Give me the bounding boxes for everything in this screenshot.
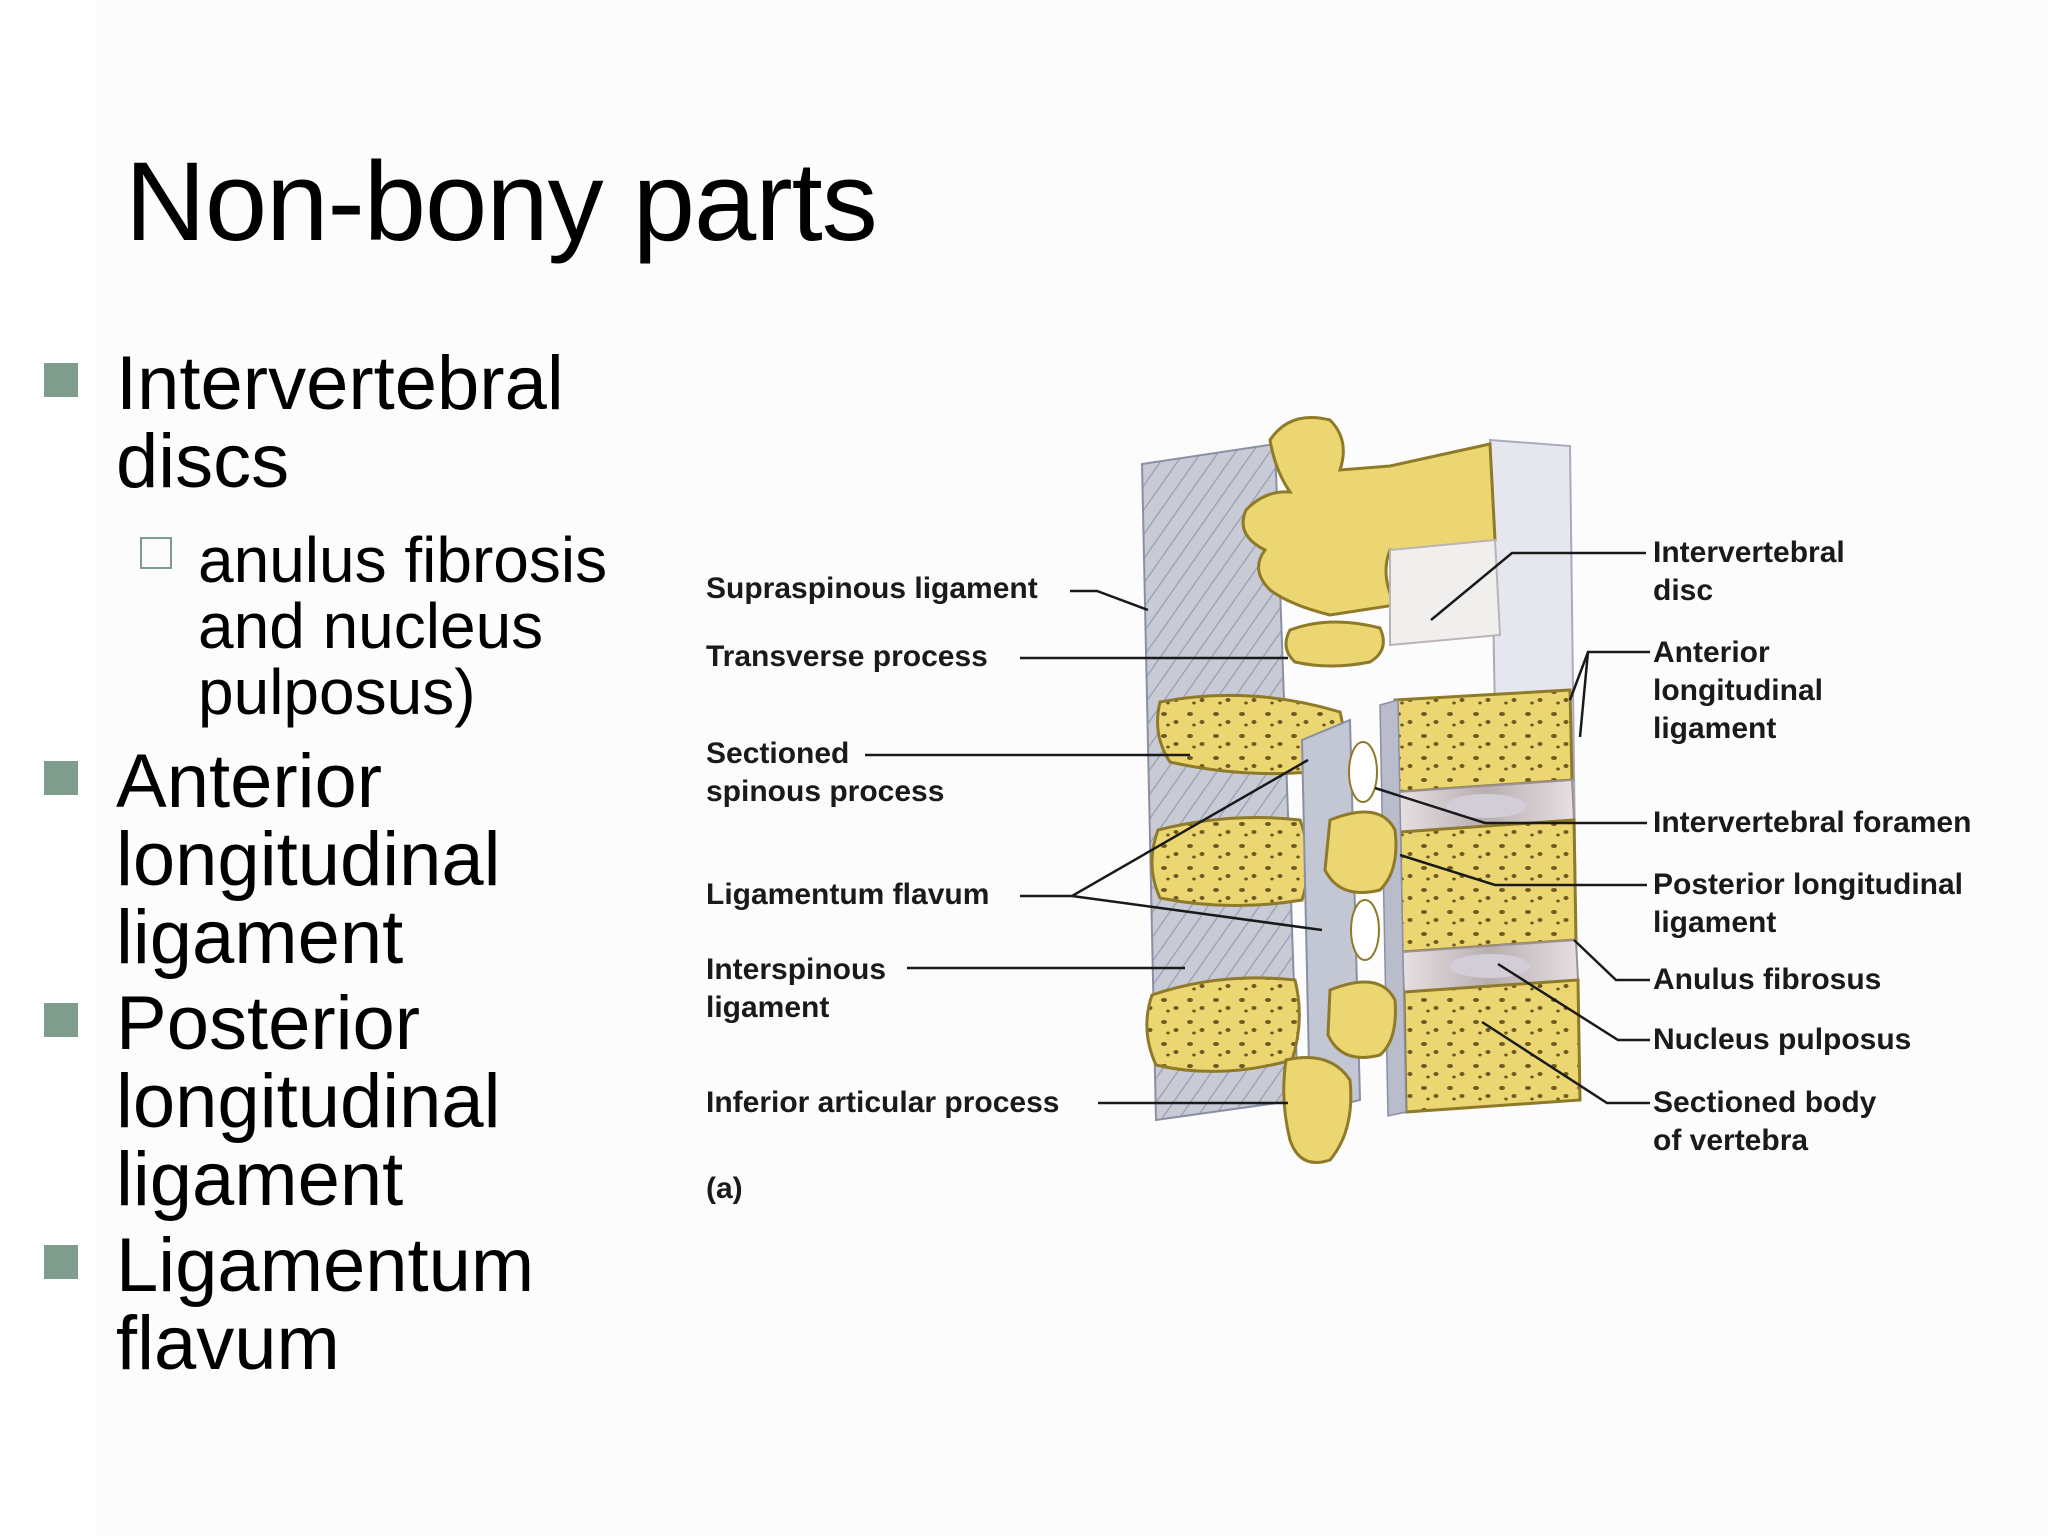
sectioned-spinous-process-3 bbox=[1145, 976, 1301, 1073]
sub-bullet-text: anulus fibrosis and nucleus pulposus) bbox=[198, 524, 608, 728]
leader-iv-disc bbox=[1430, 551, 1646, 621]
pedicle-shape-2 bbox=[1326, 980, 1397, 1059]
inferior-articular-process-shape bbox=[1282, 1056, 1353, 1164]
slide-background bbox=[95, 0, 2048, 1536]
square-bullet-icon bbox=[44, 761, 78, 795]
right-leader-lines bbox=[1374, 551, 1650, 1105]
label-anterior-longitudinal-ligament: Anterior longitudinal ligament bbox=[1653, 636, 1823, 745]
bullet-text: Ligamentum flavum bbox=[116, 1223, 535, 1386]
bullet-text: Intervertebral discs bbox=[116, 341, 564, 504]
leader-lig-flavum bbox=[1020, 758, 1323, 932]
label-intervertebral-disc: Intervertebral disc bbox=[1653, 536, 1845, 607]
intervertebral-foramen-shape-2 bbox=[1350, 899, 1380, 961]
sectioned-body-1 bbox=[1393, 688, 1574, 794]
square-bullet-icon bbox=[44, 1245, 78, 1279]
leader-anulus bbox=[1573, 939, 1650, 982]
bullet-text: Anterior longitudinal ligament bbox=[116, 739, 501, 980]
leader-supraspinous bbox=[1070, 589, 1149, 612]
label-ligamentum-flavum: Ligamentum flavum bbox=[706, 878, 990, 911]
label-intervertebral-foramen: Intervertebral foramen bbox=[1653, 806, 1972, 839]
label-nucleus-pulposus: Nucleus pulposus bbox=[1653, 1023, 1912, 1056]
spine-anatomy-figure: Supraspinous ligament Transverse process… bbox=[690, 400, 2030, 1240]
label-panel-a: (a) bbox=[706, 1172, 743, 1205]
leader-iv-foramen bbox=[1374, 786, 1647, 825]
sectioned-spinous-process-2 bbox=[1150, 816, 1310, 907]
label-supraspinous-ligament: Supraspinous ligament bbox=[706, 572, 1038, 605]
leader-posterior-long bbox=[1399, 853, 1647, 887]
square-bullet-icon bbox=[44, 363, 78, 397]
sub-bullet-item: anulus fibrosis and nucleus pulposus) bbox=[130, 527, 680, 725]
bullet-item: Posterior longitudinal ligament bbox=[40, 985, 680, 1219]
leader-sectioned-body bbox=[1481, 1020, 1650, 1105]
upper-disc-shape bbox=[1389, 538, 1502, 647]
nucleus-pulposus-shape-1 bbox=[1446, 794, 1526, 818]
leader-anterior-long bbox=[1568, 650, 1650, 738]
label-transverse-process: Transverse process bbox=[706, 640, 988, 673]
leader-nucleus bbox=[1497, 962, 1650, 1042]
label-interspinous-ligament: Interspinous ligament bbox=[706, 953, 887, 1024]
nucleus-pulposus-shape-2 bbox=[1450, 954, 1530, 978]
bullet-text: Posterior longitudinal ligament bbox=[116, 981, 501, 1222]
slide-title: Non-bony parts bbox=[125, 139, 878, 264]
bullet-list: Intervertebral discs anulus fibrosis and… bbox=[40, 345, 680, 1383]
label-posterior-longitudinal-ligament: Posterior longitudinal ligament bbox=[1653, 868, 1964, 939]
square-bullet-icon bbox=[44, 1003, 78, 1037]
transverse-process-shape bbox=[1284, 620, 1385, 668]
hollow-square-bullet-icon bbox=[140, 537, 172, 569]
upper-vertebra-shape bbox=[1241, 416, 1497, 617]
label-anulus-fibrosus: Anulus fibrosus bbox=[1653, 963, 1882, 996]
label-sectioned-body-of-vertebra: Sectioned body of vertebra bbox=[1653, 1086, 1877, 1157]
pedicle-shape-1 bbox=[1323, 810, 1398, 894]
bullet-item: Ligamentum flavum bbox=[40, 1227, 680, 1383]
intervertebral-foramen-shape-1 bbox=[1348, 741, 1378, 803]
label-inferior-articular-process: Inferior articular process bbox=[706, 1086, 1060, 1119]
bullet-item: Anterior longitudinal ligament bbox=[40, 743, 680, 977]
spine-illustration bbox=[865, 416, 1650, 1164]
label-sectioned-spinous-process: Sectioned spinous process bbox=[706, 737, 945, 808]
bullet-item: Intervertebral discs anulus fibrosis and… bbox=[40, 345, 680, 725]
left-leader-lines bbox=[865, 589, 1323, 1105]
